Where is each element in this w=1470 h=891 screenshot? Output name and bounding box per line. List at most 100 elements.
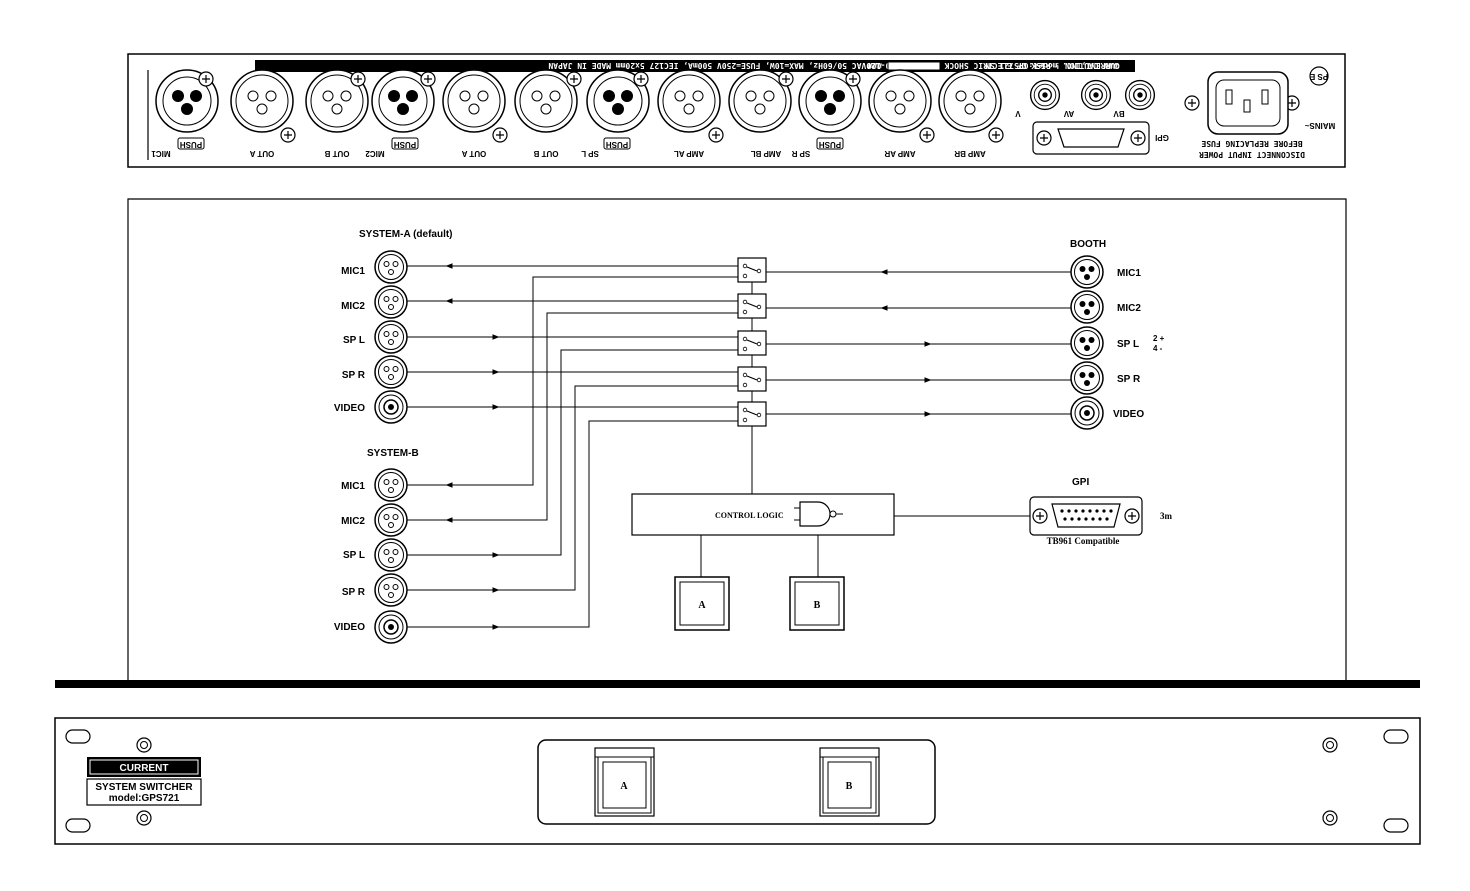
screw-icon — [350, 71, 366, 87]
button-b-label: B — [814, 600, 821, 611]
divider-bar — [55, 680, 1420, 688]
system-b-label: SP R — [342, 587, 366, 598]
switch-mic2 — [737, 293, 767, 319]
system-b-spl-connector — [374, 538, 408, 572]
screw-icon — [919, 127, 935, 143]
rear-label: AMP AR — [884, 149, 915, 158]
fuse-warning: BEFORE REPLACING FUSE — [1201, 139, 1302, 148]
screw-icon — [420, 71, 436, 87]
rack-slot — [65, 818, 91, 833]
ps-label: PS E — [1309, 72, 1328, 81]
diagram-button-a: A — [674, 576, 730, 631]
rear-label: AMP AL — [674, 149, 704, 158]
screw-icon — [988, 127, 1004, 143]
rear-outa2-connector — [442, 69, 506, 133]
model-name: model:GPS721 — [109, 793, 180, 804]
system-a-mic2-connector — [374, 285, 408, 319]
rear-label: SP R — [792, 149, 811, 158]
booth-label: SP L — [1117, 339, 1139, 350]
push-tab — [603, 137, 631, 150]
system-a-label: VIDEO — [334, 403, 365, 414]
booth-spr-connector — [1070, 361, 1104, 395]
front-button-b[interactable]: B — [819, 747, 880, 817]
rear-label: OUT A — [461, 149, 486, 158]
system-a-mic1-connector — [374, 250, 408, 284]
booth-label: SP R — [1117, 374, 1141, 385]
push-label: PUSH — [819, 140, 841, 149]
front-button-a[interactable]: A — [594, 747, 655, 817]
rear-outa-connector — [230, 69, 294, 133]
gpi-note: TB961 Compatible — [1047, 536, 1120, 546]
polarity-label: 4 - — [1153, 344, 1163, 353]
brand-name: CURRENT — [120, 763, 169, 774]
control-logic-box — [631, 493, 895, 536]
screw-icon — [1322, 737, 1338, 753]
switch-video — [737, 401, 767, 427]
front-button-a-label: A — [620, 781, 628, 792]
system-b-label: MIC1 — [341, 481, 365, 492]
polarity-label: 2 + — [1153, 334, 1165, 343]
rear-label: AMP BR — [954, 149, 986, 158]
system-b-spr-connector — [374, 573, 408, 607]
product-name: SYSTEM SWITCHER — [95, 782, 193, 793]
system-a-video-connector — [374, 390, 408, 424]
rear-label: MIC2 — [365, 149, 385, 158]
system-a-label: MIC1 — [341, 266, 365, 277]
rear-label: MIC1 — [151, 149, 171, 158]
screw-icon — [136, 737, 152, 753]
screw-icon — [633, 71, 649, 87]
booth-spl-connector — [1070, 326, 1104, 360]
rear-gpi-label: GPI — [1155, 133, 1169, 142]
rack-slot — [1383, 729, 1409, 744]
model-plate — [86, 778, 202, 806]
switch-spr — [737, 366, 767, 392]
screw-icon — [1322, 810, 1338, 826]
front-button-b-label: B — [846, 781, 853, 792]
rear-label: AMP BL — [751, 149, 782, 158]
push-label: PUSH — [180, 140, 202, 149]
rear-v-bnc — [1029, 79, 1061, 111]
rear-video-label: V — [1015, 109, 1021, 118]
booth-video-connector — [1070, 396, 1104, 430]
screw-icon — [778, 71, 794, 87]
system-b-label: VIDEO — [334, 622, 365, 633]
booth-mic1-connector — [1070, 255, 1104, 289]
system-a-label: SP R — [342, 370, 366, 381]
button-a-label: A — [698, 600, 706, 611]
diagram-button-b: B — [789, 576, 845, 631]
system-b-mic1-connector — [374, 468, 408, 502]
rear-video-label: AV — [1063, 109, 1074, 118]
switch-spl — [737, 330, 767, 356]
rear-label: SP L — [581, 149, 599, 158]
system-a-label: MIC2 — [341, 301, 365, 312]
switch-mic1 — [737, 257, 767, 283]
booth-title: BOOTH — [1070, 239, 1106, 250]
rear-label: OUT B — [533, 149, 558, 158]
screw-icon — [1184, 95, 1200, 111]
screw-icon — [845, 71, 861, 87]
booth-mic2-connector — [1070, 290, 1104, 324]
brand-plate — [87, 757, 201, 777]
system-b-label: MIC2 — [341, 516, 365, 527]
rear-label: OUT B — [324, 149, 349, 158]
rear-av-bnc — [1080, 79, 1112, 111]
system-a-spl-connector — [374, 320, 408, 354]
system-a-label: SP L — [343, 335, 365, 346]
system-a-title: SYSTEM-A (default) — [359, 229, 453, 240]
screw-icon — [136, 810, 152, 826]
booth-label: MIC2 — [1117, 303, 1141, 314]
banner-text: ### CAUTION ! RISK OF ELECTRIC SHOCK DO … — [867, 61, 1118, 70]
gpi-connector — [1029, 496, 1143, 536]
fuse-warning: DISCONNECT INPUT POWER — [1199, 150, 1305, 159]
rear-ampar-connector — [868, 69, 932, 133]
rear-ampbr-connector — [938, 69, 1002, 133]
gpi-length: 3m — [1160, 511, 1173, 521]
booth-label: VIDEO — [1113, 409, 1144, 420]
wiring-diagram: SYSTEM-A (default) SYSTEM-B BOOTH MIC1 M… — [127, 198, 1347, 680]
screw-icon — [708, 127, 724, 143]
rear-ampal-connector — [657, 69, 721, 133]
rack-slot — [1383, 818, 1409, 833]
screw-icon — [198, 71, 214, 87]
rear-panel: ### CAUTION ! RISK OF ELECTRIC SHOCK DO … — [127, 53, 1346, 168]
